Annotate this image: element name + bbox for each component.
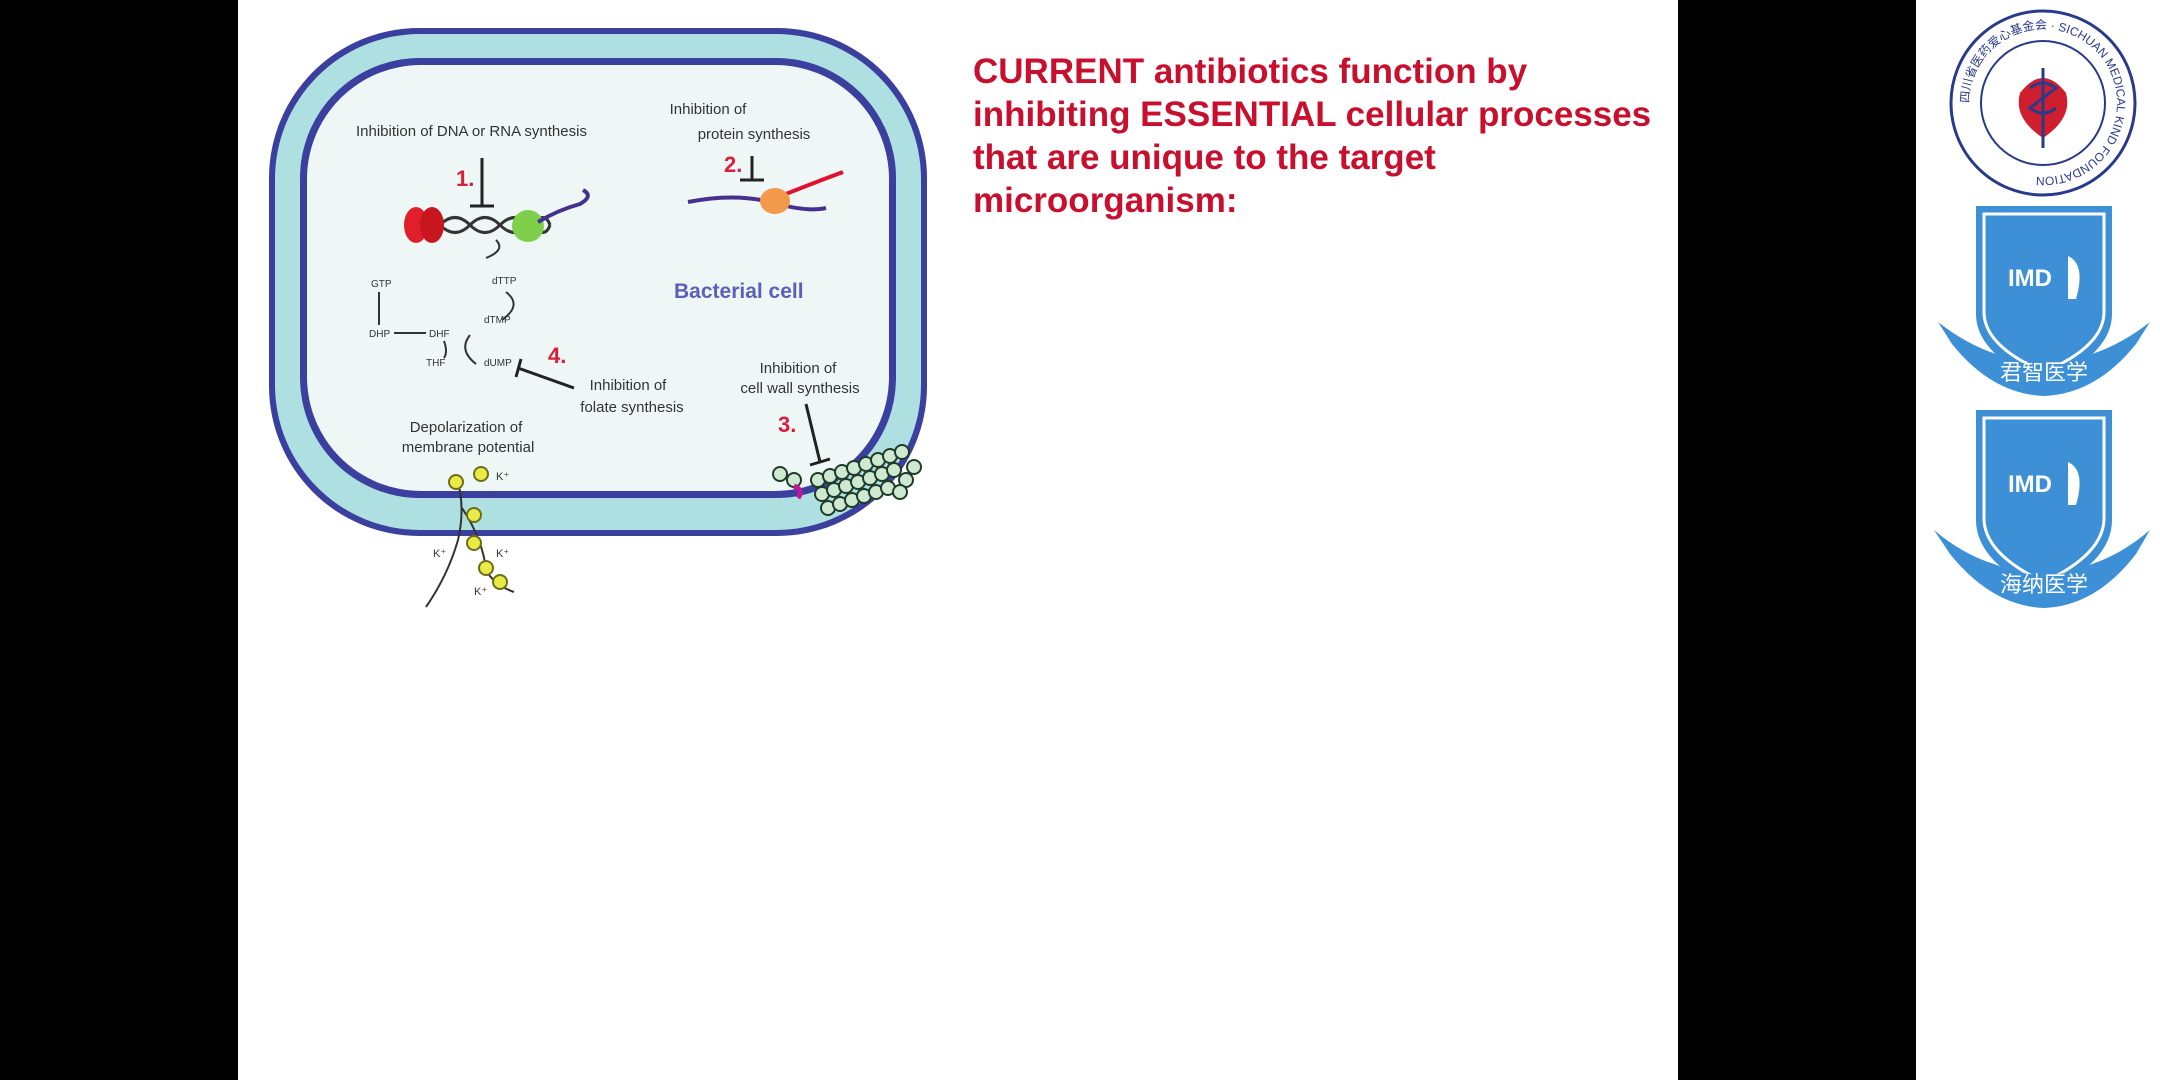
dhp-label: DHP bbox=[369, 329, 390, 340]
k-ion-label-2: K⁺ bbox=[433, 548, 446, 560]
polymerase-green bbox=[512, 210, 544, 242]
potassium-ions bbox=[448, 466, 508, 590]
mech4-label-2: folate synthesis bbox=[580, 399, 683, 416]
mech4-label-1: Inhibition of bbox=[590, 377, 668, 394]
ribosome bbox=[760, 188, 790, 214]
rna-polymerase-red bbox=[404, 207, 444, 243]
membrane-label-1: Depolarization of bbox=[410, 419, 523, 436]
slide-heading: CURRENT antibiotics function by inhibiti… bbox=[973, 52, 1652, 220]
mech3-label-1: Inhibition of bbox=[760, 360, 838, 377]
mech3-label-2: cell wall synthesis bbox=[740, 380, 859, 397]
k-ion-label-3: K⁺ bbox=[496, 548, 509, 560]
cytoplasm bbox=[307, 65, 889, 491]
dtmp-label: dTMP bbox=[484, 315, 511, 326]
gtp-label: GTP bbox=[371, 279, 392, 290]
mech1-label: Inhibition of DNA or RNA synthesis bbox=[356, 123, 587, 140]
dhf-label: DHF bbox=[429, 329, 450, 340]
mech1-number: 1. bbox=[456, 166, 474, 191]
imd-badge-2-text: 海纳医学 bbox=[2000, 572, 2088, 597]
membrane-label-2: membrane potential bbox=[402, 439, 535, 456]
bacterial-cell-diagram: Inhibition of DNA or RNA synthesis 1. In… bbox=[269, 28, 927, 608]
mech3-number: 3. bbox=[778, 412, 796, 437]
imd-badge-2-abbr: IMD bbox=[2008, 471, 2052, 498]
imd-badge-logo-1: IMD 君智医学 bbox=[1938, 206, 2150, 396]
mech4-number: 4. bbox=[548, 343, 566, 368]
imd-badge-1-text: 君智医学 bbox=[2000, 360, 2088, 385]
peptidoglycan-chain bbox=[772, 444, 922, 516]
bacterial-cell-label: Bacterial cell bbox=[674, 280, 804, 303]
dump-label: dUMP bbox=[484, 358, 512, 369]
mech2-number: 2. bbox=[724, 152, 742, 177]
dttp-label: dTTP bbox=[492, 276, 517, 287]
k-ion-label-4: K⁺ bbox=[474, 586, 487, 598]
imd-badge-logo-2: IMD 海纳医学 bbox=[1934, 410, 2150, 608]
imd-badge-1-abbr: IMD bbox=[2008, 265, 2052, 292]
thf-label: THF bbox=[426, 358, 445, 369]
foundation-seal-logo: 四川省医药爱心基金会 · SICHUAN MEDICAL KIND FOUNDA… bbox=[1949, 9, 2137, 197]
mech2-label-1: Inhibition of bbox=[670, 101, 748, 118]
mech2-label-2: protein synthesis bbox=[698, 126, 811, 143]
k-ion-label-1: K⁺ bbox=[496, 471, 509, 483]
